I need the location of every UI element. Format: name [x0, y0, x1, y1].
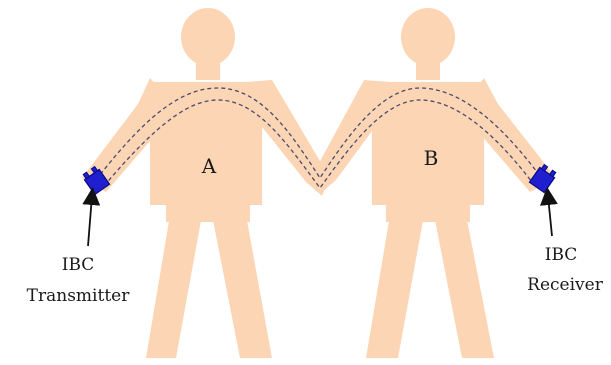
transmitter-label-line2: Transmitter — [27, 286, 131, 306]
person-a-neck — [196, 60, 220, 80]
person-a-head — [181, 8, 235, 66]
person-b — [312, 8, 556, 358]
person-b-left-leg — [366, 215, 424, 358]
person-a-label: A — [201, 154, 217, 178]
receiver-label-line1: IBC — [545, 245, 578, 265]
person-b-label: B — [424, 146, 439, 170]
transmitter-arrow — [88, 196, 92, 246]
receiver-label-line2: Receiver — [527, 275, 604, 295]
person-a-left-leg — [146, 215, 202, 358]
person-b-neck — [416, 60, 440, 80]
person-b-right-leg — [434, 215, 494, 358]
person-b-head — [401, 8, 455, 66]
transmitter-label-line1: IBC — [62, 255, 95, 275]
person-a-right-leg — [212, 215, 272, 358]
receiver-arrow — [548, 196, 552, 236]
